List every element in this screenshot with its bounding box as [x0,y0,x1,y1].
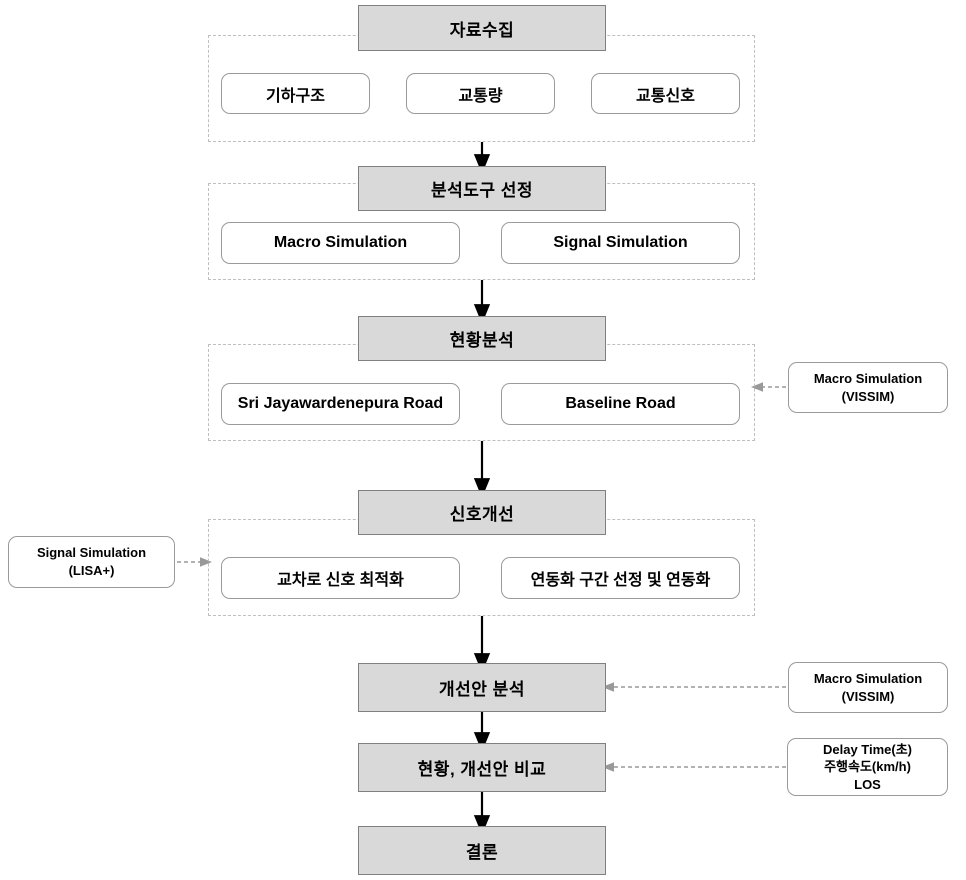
stage-signal-improvement[interactable]: 신호개선 [358,490,606,535]
annotation-signal-simulation-lisa[interactable]: Signal Simulation (LISA+) [8,536,175,588]
annotation-measures-of-effectiveness[interactable]: Delay Time(초) 주행속도(km/h) LOS [787,738,948,796]
annotation-line: Delay Time(초) [822,741,913,757]
annotation-macro-simulation-vissim-current[interactable]: Macro Simulation (VISSIM) [788,362,948,413]
annotation-line: Signal Simulation [36,545,147,561]
annotation-line: LOS [854,776,881,792]
sub-box-intersection-signal-optimization[interactable]: 교차로 신호 최적화 [221,557,460,599]
stage-data-collection[interactable]: 자료수집 [358,5,606,51]
sub-box-baseline-road[interactable]: Baseline Road [501,383,740,425]
annotation-line: 주행속도(km/h) [824,759,911,775]
sub-box-traffic-volume[interactable]: 교통량 [406,73,555,114]
sub-box-signal-simulation[interactable]: Signal Simulation [501,222,740,264]
annotation-line: (LISA+) [68,563,115,578]
annotation-line: Macro Simulation [813,370,923,386]
sub-box-coordination-section-selection[interactable]: 연동화 구간 선정 및 연동화 [501,557,740,599]
sub-box-traffic-signal[interactable]: 교통신호 [591,73,740,114]
stage-comparison[interactable]: 현황, 개선안 비교 [358,743,606,792]
annotation-macro-simulation-vissim-improvement[interactable]: Macro Simulation (VISSIM) [788,662,948,713]
annotation-line: (VISSIM) [841,688,895,704]
stage-current-analysis[interactable]: 현황분석 [358,316,606,361]
stage-improvement-analysis[interactable]: 개선안 분석 [358,663,606,712]
annotation-line: Macro Simulation [813,670,923,686]
sub-box-sri-jayawardenepura-road[interactable]: Sri Jayawardenepura Road [221,383,460,425]
annotation-line: (VISSIM) [841,388,895,404]
sub-box-macro-simulation[interactable]: Macro Simulation [221,222,460,264]
sub-box-geometry[interactable]: 기하구조 [221,73,370,114]
stage-tool-selection[interactable]: 분석도구 선정 [358,166,606,211]
stage-conclusion[interactable]: 결론 [358,826,606,875]
